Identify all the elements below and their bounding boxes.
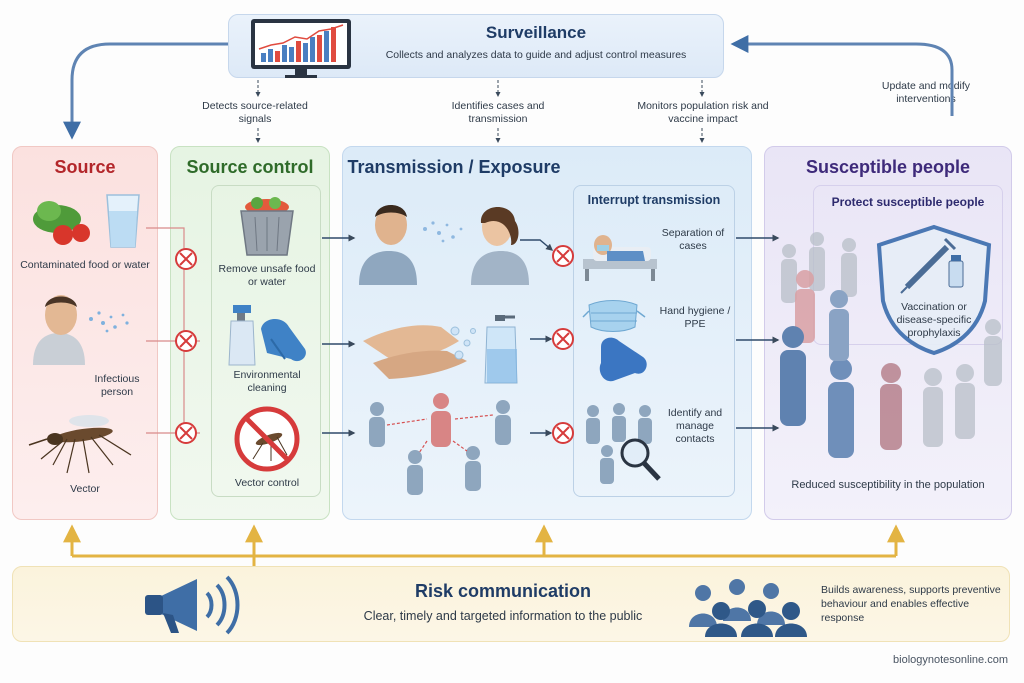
transmission-title: Transmission / Exposure [347, 157, 561, 177]
source-title: Source [54, 157, 116, 177]
surveillance-subtitle: Collects and analyzes data to guide and … [385, 49, 687, 61]
loop-arrow-right [730, 35, 954, 116]
susceptible-title: Susceptible people [805, 157, 971, 177]
block-icons [175, 245, 574, 444]
source-control-panel: Source control Remove unsafe food or wat… [170, 146, 330, 520]
shield-text: Vaccination or disease-specific prophyla… [896, 301, 972, 339]
interrupt-title: Interrupt transmission [587, 193, 721, 207]
contact-tracing-icon [586, 403, 661, 484]
no-mosquito-icon [234, 406, 300, 472]
risk-feedback-arrows [63, 524, 905, 566]
risk-side-text: Builds awareness, supports preventive be… [821, 584, 1001, 624]
update-label: Update and modify interventions [881, 80, 971, 105]
risk-subtitle: Clear, timely and targeted information t… [363, 609, 643, 623]
protect-title: Protect susceptible people [831, 195, 985, 209]
control-item-vector-control: Vector control [234, 477, 300, 489]
spray-gloves-icon [228, 305, 306, 366]
shield-vaccine-icon [876, 224, 992, 356]
mask-gloves-icon [582, 300, 647, 382]
crowd-icon [780, 232, 1002, 458]
infectious-person-icon [33, 295, 129, 365]
source-control-inner [211, 185, 321, 497]
source-panel: Source Contaminated food or water Infect… [12, 146, 158, 520]
risk-communication-panel: Risk communication Clear, timely and tar… [12, 566, 1010, 642]
handwashing-icon [363, 315, 518, 384]
control-item-cleaning: Environmental cleaning [233, 369, 301, 394]
audience-icon [689, 579, 807, 637]
source-item-food-water: Contaminated food or water [20, 259, 150, 271]
monitor-chart-icon [251, 19, 351, 78]
susceptible-panel: Susceptible people Protect susceptible p… [764, 146, 1012, 520]
people-talking-icon [359, 205, 529, 285]
source-item-infectious-person: Infectious person [94, 373, 140, 398]
loop-arrow-left [63, 42, 228, 140]
mosquito-icon [28, 415, 132, 474]
hospital-bed-icon [583, 235, 657, 281]
interrupt-item-separation: Separation of cases [661, 227, 725, 252]
surveillance-title: Surveillance [485, 23, 587, 42]
feed-label-source: Detects source-related signals [202, 100, 308, 125]
crowd-spread-icon [369, 393, 511, 495]
risk-title: Risk communication [414, 581, 592, 601]
watermark: biologynotesonline.com [893, 654, 1008, 666]
control-item-remove-food: Remove unsafe food or water [218, 263, 316, 288]
food-water-icon [33, 194, 140, 248]
source-item-vector: Vector [70, 483, 100, 495]
feed-label-cases: Identifies cases and transmission [451, 100, 545, 125]
source-control-title: Source control [186, 157, 314, 177]
feed-label-population: Monitors population risk and vaccine imp… [637, 100, 769, 125]
interrupt-item-contacts: Identify and manage contacts [667, 407, 723, 445]
bin-icon [240, 197, 294, 256]
susceptible-footer: Reduced susceptibility in the population [791, 479, 985, 491]
transmission-panel: Transmission / Exposure Interrupt transm… [342, 146, 752, 520]
megaphone-icon [145, 575, 240, 635]
surveillance-panel: Surveillance Collects and analyzes data … [228, 14, 724, 78]
interrupt-item-hygiene: Hand hygiene / PPE [659, 305, 731, 330]
